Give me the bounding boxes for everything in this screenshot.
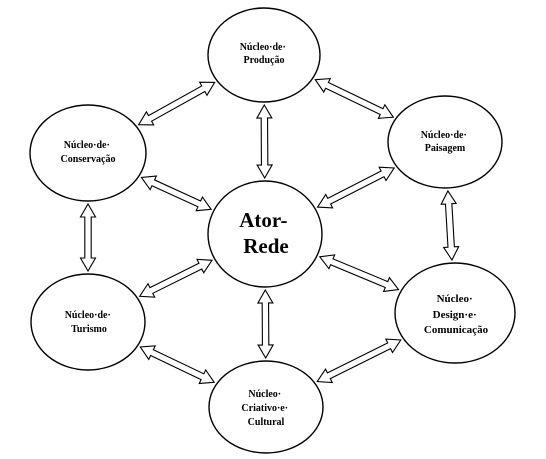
producao-label-line: Produção bbox=[244, 55, 285, 66]
center-ellipse bbox=[207, 180, 323, 288]
double-arrow-center-conservacao bbox=[140, 175, 213, 212]
node-conservacao: Núcleo·de· Conservação bbox=[29, 104, 147, 202]
svg-text:Núcleo· Criativo·e·: Núcleo· Criativo·e· Cultural bbox=[241, 389, 290, 428]
svg-text:Ator- Rede: Ator- Rede bbox=[239, 208, 292, 258]
turismo-label-line: Turismo bbox=[71, 324, 107, 335]
double-arrow-conservacao-producao bbox=[137, 81, 216, 126]
double-arrow-center-paisagem bbox=[316, 166, 396, 209]
paisagem-label-line: Núcleo·de· bbox=[421, 130, 467, 141]
conservacao-ellipse bbox=[29, 104, 147, 202]
svg-text:Núcleo·de· Conservação: Núcleo·de· Conservação bbox=[61, 140, 116, 165]
design-label-line: Design·e· bbox=[433, 309, 477, 321]
node-turismo: Núcleo·de· Turismo bbox=[30, 273, 146, 371]
double-arrow-design-criativo bbox=[316, 338, 402, 384]
nodes-layer: Ator- Rede Núcleo·de· Produção Núcleo·de… bbox=[29, 7, 516, 454]
double-arrow-center-producao bbox=[255, 103, 274, 180]
criativo-label-line: Núcleo· bbox=[248, 389, 281, 400]
double-arrow-paisagem-design bbox=[440, 189, 460, 262]
design-ellipse bbox=[394, 262, 516, 364]
arrows-layer bbox=[79, 77, 460, 385]
turismo-ellipse bbox=[30, 273, 146, 371]
paisagem-ellipse bbox=[387, 95, 503, 189]
turismo-label-line: Núcleo·de· bbox=[65, 310, 111, 321]
node-design: Núcleo· Design·e· Comunicação bbox=[394, 262, 516, 364]
criativo-label-line: Criativo·e· bbox=[241, 403, 288, 414]
design-label-line: Núcleo· bbox=[437, 293, 473, 305]
center-label-line: Ator- bbox=[239, 208, 287, 232]
double-arrow-center-criativo bbox=[256, 288, 275, 360]
double-arrow-center-turismo bbox=[138, 258, 213, 298]
double-arrow-producao-paisagem bbox=[314, 77, 395, 119]
criativo-ellipse bbox=[208, 360, 324, 454]
conservacao-label-line: Núcleo·de· bbox=[64, 140, 110, 151]
node-producao: Núcleo·de· Produção bbox=[207, 7, 321, 103]
double-arrow-center-design bbox=[318, 254, 400, 293]
svg-text:Núcleo·de· Produção: Núcleo·de· Produção bbox=[240, 42, 289, 66]
double-arrow-criativo-turismo bbox=[139, 345, 216, 385]
criativo-label-line: Cultural bbox=[248, 417, 285, 428]
producao-ellipse bbox=[207, 7, 321, 103]
design-label-line: Comunicação bbox=[424, 324, 489, 336]
center-label-line: Rede bbox=[243, 234, 289, 258]
node-criativo: Núcleo· Criativo·e· Cultural bbox=[208, 360, 324, 454]
svg-text:Núcleo·de· Paisagem: Núcleo·de· Paisagem bbox=[421, 130, 470, 154]
node-center: Ator- Rede bbox=[207, 180, 323, 288]
node-paisagem: Núcleo·de· Paisagem bbox=[387, 95, 503, 189]
svg-text:Núcleo· Design·e·: Núcleo· Design·e· Comunicação bbox=[424, 293, 489, 336]
producao-label-line: Núcleo·de· bbox=[240, 42, 286, 53]
double-arrow-turismo-conservacao bbox=[79, 202, 97, 273]
svg-text:Núcleo·de· Turismo: Núcleo·de· Turismo bbox=[65, 310, 114, 335]
paisagem-label-line: Paisagem bbox=[425, 143, 466, 154]
conservacao-label-line: Conservação bbox=[61, 154, 116, 165]
